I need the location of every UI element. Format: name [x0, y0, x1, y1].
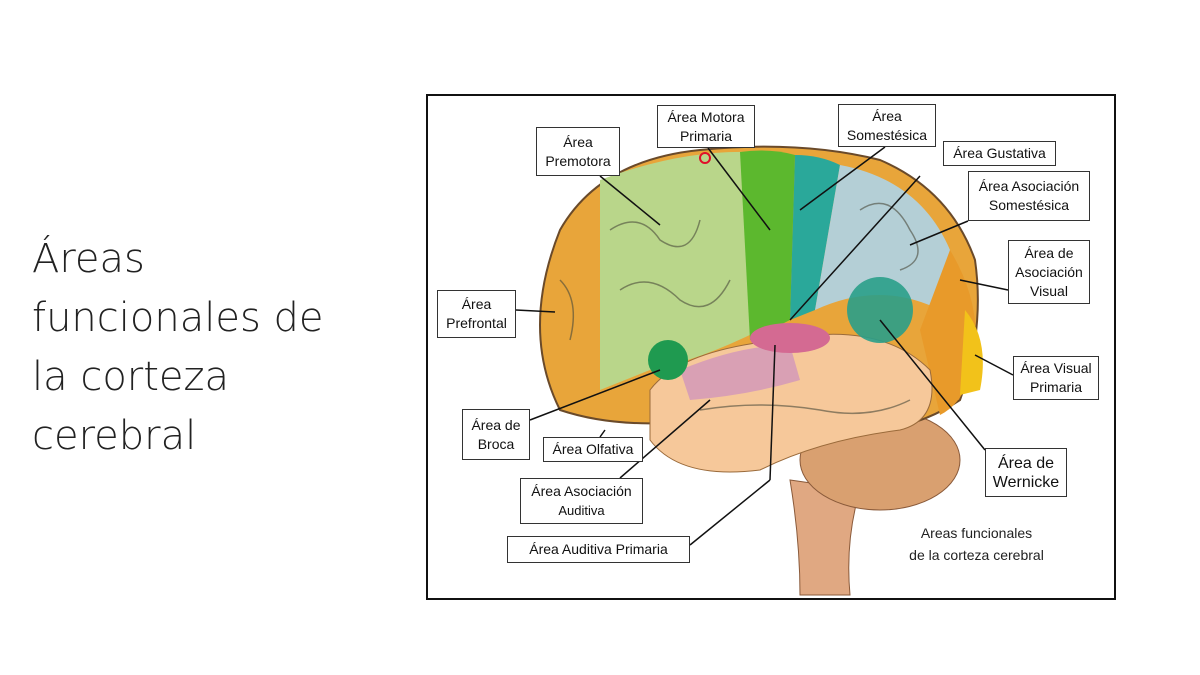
caption-line: de la corteza cerebral [909, 547, 1044, 563]
label-line: Área de [997, 454, 1055, 472]
label-somatosensory-area: Área Somestésica [838, 104, 936, 147]
label-line: Wernicke [992, 473, 1060, 491]
label-line: Área Olfativa [552, 441, 634, 457]
label-line: Premotora [545, 152, 611, 169]
label-line: Área [461, 296, 492, 312]
label-line: Área Asociación [531, 483, 632, 499]
primary-visual-area [960, 310, 983, 395]
premotor-area [600, 151, 760, 390]
label-line: Visual [1030, 282, 1068, 299]
label-line: Área Asociación [978, 178, 1080, 194]
diagram-caption: Areas funcionales de la corteza cerebral [884, 522, 1069, 566]
label-line: Área Gustativa [953, 145, 1046, 161]
label-line: Área de [1024, 244, 1074, 261]
slide-title: Áreas funcionales de la corteza cerebral [32, 236, 324, 459]
label-line: Área [563, 133, 593, 150]
label-broca-area: Área de Broca [462, 409, 530, 460]
label-line: Prefrontal [446, 315, 507, 331]
label-gustatory-area: Área Gustativa [943, 141, 1056, 166]
label-primary-visual-area: Área Visual Primaria [1013, 356, 1099, 400]
label-line: Broca [477, 435, 515, 452]
label-line: Asociación [1015, 263, 1083, 280]
somatosensory-area [790, 155, 840, 320]
label-auditory-association-area: Área Asociación Auditiva [520, 478, 643, 524]
label-primary-auditory-area: Área Auditiva Primaria [507, 536, 690, 563]
somatosensory-association-area [815, 165, 950, 310]
label-line: Primaria [679, 127, 733, 144]
label-olfactory-area: Área Olfativa [543, 437, 643, 462]
label-wernicke-area: Área de Wernicke [985, 448, 1067, 497]
label-line: Auditiva [558, 503, 605, 518]
label-premotor-area: Área Premotora [536, 127, 620, 176]
label-primary-motor-area: Área Motora Primaria [657, 105, 755, 148]
brainstem [789, 479, 861, 596]
primary-auditory-area [750, 323, 830, 353]
label-line: Área Visual [1020, 360, 1092, 376]
label-line: Área Motora [667, 108, 745, 125]
label-line: Área [872, 107, 902, 124]
label-visual-association-area: Área de Asociación Visual [1008, 240, 1090, 304]
motor-area [740, 150, 795, 340]
label-line: Primaria [1029, 379, 1083, 395]
label-line: Área Auditiva Primaria [529, 541, 668, 557]
label-line: Somestésica [988, 197, 1070, 213]
wernicke-area [847, 277, 913, 343]
label-prefrontal-area: Área Prefrontal [437, 290, 516, 338]
auditory-association-area [680, 345, 800, 400]
caption-line: Areas funcionales [920, 525, 1033, 541]
pointer-marker [699, 152, 711, 164]
label-somatosensory-association-area: Área Asociación Somestésica [968, 171, 1090, 221]
label-line: Área de [471, 416, 521, 433]
label-line: Somestésica [846, 126, 928, 143]
broca-area [648, 340, 688, 380]
